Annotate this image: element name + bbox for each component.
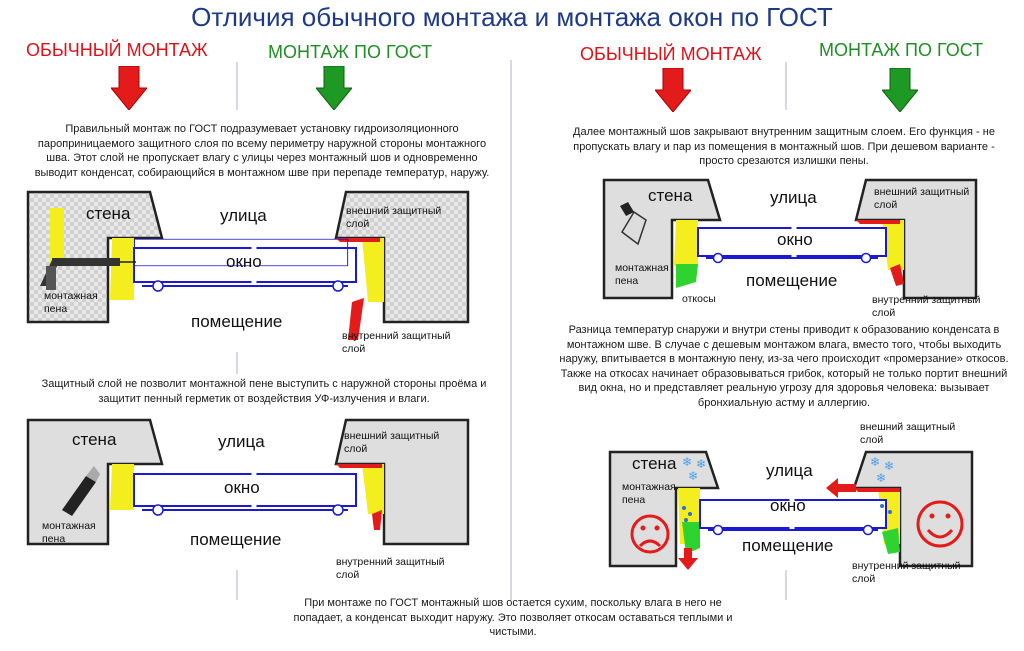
- sad-face-icon: [630, 514, 670, 554]
- label-inner-layer: внутренний защитный слой: [852, 560, 961, 585]
- red-arrow-icon: [655, 68, 691, 112]
- knife-icon: [62, 466, 100, 516]
- label-wall: стена: [86, 204, 131, 223]
- paragraph-gost-layer: Правильный монтаж по ГОСТ подразумевает …: [34, 123, 490, 179]
- header-left-gost: МОНТАЖ ПО ГОСТ: [268, 42, 433, 62]
- label-window: окно: [226, 252, 262, 271]
- label-window: окно: [224, 478, 260, 497]
- label-foam: монтажная пена: [622, 481, 676, 506]
- label-outer-layer: внешний защитный слой: [874, 186, 970, 211]
- diagram-condensate: ❄❄❄ ❄❄❄: [608, 450, 974, 570]
- svg-text:❄: ❄: [870, 455, 880, 469]
- paragraph-condensate: Разница температур снаружи и внутри стен…: [559, 324, 1009, 409]
- label-room: помещение: [742, 536, 834, 555]
- label-window: окно: [770, 496, 806, 515]
- vertical-divider-left-bottom: [236, 570, 238, 600]
- diagram-foam-install: [26, 190, 470, 340]
- label-outer-layer: внешний защитный слой: [860, 421, 956, 446]
- label-street: улица: [220, 206, 267, 225]
- water-drop-icon: [682, 504, 892, 522]
- label-wall: стена: [648, 186, 693, 205]
- spatula-icon: [620, 202, 647, 246]
- paragraph-protective-layer: Защитный слой не позволит монтажной пене…: [41, 378, 487, 405]
- svg-text:❄: ❄: [688, 469, 698, 483]
- label-room: помещение: [191, 312, 283, 331]
- svg-text:❄: ❄: [884, 459, 894, 473]
- vertical-divider-left: [236, 62, 238, 110]
- label-wall: стена: [632, 454, 677, 473]
- label-street: улица: [766, 461, 813, 480]
- red-arrow-icon: [111, 66, 147, 110]
- label-inner-layer: внутренний защитный слой: [872, 294, 981, 319]
- vertical-divider-left-mid: [236, 352, 238, 374]
- vertical-divider-right-bottom: [785, 570, 787, 600]
- label-inner-layer: внутренний защитный слой: [336, 556, 445, 581]
- green-arrow-icon: [882, 68, 918, 112]
- paragraph-inner-layer: Далее монтажный шов закрывают внутренним…: [573, 126, 995, 167]
- label-foam: монтажная пена: [615, 262, 669, 287]
- vertical-divider-right: [785, 62, 787, 110]
- header-left-regular: ОБЫЧНЫЙ МОНТАЖ: [26, 40, 208, 60]
- header-right-regular: ОБЫЧНЫЙ МОНТАЖ: [580, 44, 762, 64]
- page-title: Отличия обычного монтажа и монтажа окон …: [191, 2, 833, 32]
- label-outer-layer: внешний защитный слой: [346, 205, 442, 230]
- label-foam: монтажная пена: [44, 290, 98, 315]
- diagram-outer-layer: [26, 418, 470, 546]
- smile-face-icon: [916, 500, 964, 548]
- green-arrow-icon: [316, 66, 352, 110]
- label-outer-layer: внешний защитный слой: [344, 430, 440, 455]
- label-slopes: откосы: [682, 293, 716, 305]
- foam-gun-icon: [40, 258, 120, 290]
- paragraph-conclusion: При монтаже по ГОСТ монтажный шов остает…: [293, 597, 733, 638]
- svg-text:❄: ❄: [876, 471, 886, 485]
- vertical-divider-center: [510, 60, 512, 600]
- label-wall: стена: [72, 430, 117, 449]
- snowflake-icon: ❄❄❄ ❄❄❄: [682, 455, 894, 485]
- label-room: помещение: [190, 530, 282, 549]
- label-window: окно: [777, 230, 813, 249]
- label-inner-layer: внутренний защитный слой: [342, 330, 451, 355]
- svg-text:❄: ❄: [696, 457, 706, 471]
- label-foam: монтажная пена: [42, 520, 96, 545]
- svg-text:❄: ❄: [682, 455, 692, 469]
- header-right-gost: МОНТАЖ ПО ГОСТ: [819, 40, 984, 60]
- label-street: улица: [218, 432, 265, 451]
- diagram-inner-layer: [602, 178, 978, 300]
- label-street: улица: [770, 188, 817, 207]
- label-room: помещение: [746, 271, 838, 290]
